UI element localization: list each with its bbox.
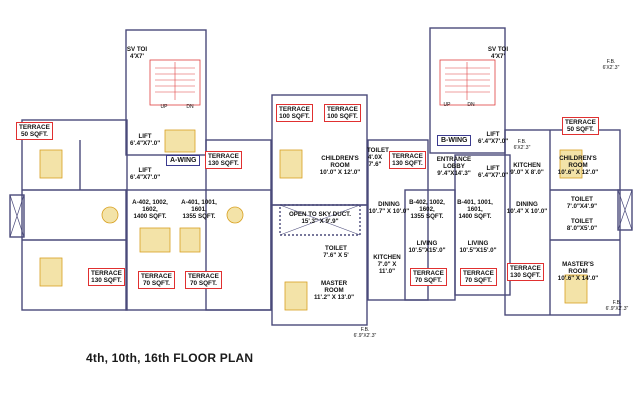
page-title: 4th, 10th, 16th FLOOR PLAN: [86, 351, 254, 365]
sofa-icon: [139, 227, 171, 253]
toilet-4: TOILET 8'.0"X5'.0": [566, 218, 598, 232]
childrens-room-1: CHILDREN'S ROOM 10'.0" X 12'.0": [319, 155, 361, 176]
terrace-50-left: TERRACE 50 SQFT.: [16, 122, 53, 140]
sofa-icon: [179, 227, 201, 253]
master-room-1: MASTER ROOM 11'.2" X 13'.0": [313, 280, 355, 301]
sv-toilet-right: SV TOI 4'X7': [487, 46, 509, 60]
terrace-100-2: TERRACE 100 SQFT.: [324, 104, 361, 122]
left-balcony-box: [9, 194, 25, 238]
terrace-70-4: TERRACE 70 SQFT.: [460, 268, 497, 286]
lift-a1: LIFT 6'.4"X7'.0": [130, 133, 161, 147]
flower-bed-3: F.B. 6'.9"X2'.3": [353, 327, 377, 339]
lift-b2: LIFT 6'.4"X7'.0": [478, 165, 509, 179]
lift-b1: LIFT 6'.4"X7'.0": [478, 131, 509, 145]
dining-2: DINING 10'.4" X 10'.0": [506, 201, 548, 215]
sv-toilet-left: SV TOI 4'X7': [126, 46, 148, 60]
stair-down-left: DN: [186, 104, 194, 110]
flat-a402-label: A-402, 1002, 1602, 1400 SQFT.: [132, 199, 168, 220]
kitchen-2: KITCHEN 9'.0" X 8'.0": [510, 162, 544, 176]
terrace-130-b: TERRACE 130 SQFT.: [389, 151, 426, 169]
terrace-70-1: TERRACE 70 SQFT.: [138, 271, 175, 289]
b-wing-label: B-WING: [437, 135, 472, 146]
entrance-lobby: ENTRANCE LOBBY 9'.4"X14'.3": [436, 156, 472, 177]
bed-icon: [39, 149, 63, 179]
master-room-2: MASTER'S ROOM 10'.6" X 14'.0": [557, 261, 599, 282]
lift-a2: LIFT 6'.4"X7'.0": [130, 167, 161, 181]
living-1: LIVING 10'.5"X15'.0": [408, 240, 446, 254]
terrace-50-right: TERRACE 50 SQFT.: [562, 117, 599, 135]
bed-icon: [564, 274, 588, 304]
toilet-3: TOILET 7'.0"X4'.9": [566, 196, 598, 210]
terrace-70-2: TERRACE 70 SQFT.: [185, 271, 222, 289]
lobby-furniture-icon: [164, 129, 196, 153]
terrace-70-3: TERRACE 70 SQFT.: [410, 268, 447, 286]
flower-bed-2: F.B. 6'X2'.3": [602, 59, 620, 71]
flower-bed-4: F.B. 6'.9"X2'.3": [605, 300, 629, 312]
childrens-room-2: CHILDREN'S ROOM 10'.6" X 12'.0": [557, 155, 599, 176]
a402-outline: [21, 119, 128, 311]
stair-up-right: UP: [443, 102, 451, 108]
bed-icon: [279, 149, 303, 179]
terrace-130-bottom-right: TERRACE 130 SQFT.: [507, 263, 544, 281]
terrace-100-1: TERRACE 100 SQFT.: [276, 104, 313, 122]
bed-icon: [284, 281, 308, 311]
dining-table-icon: [226, 206, 244, 224]
kitchen-1: KITCHEN 7'.0" X 11'.0": [373, 254, 401, 275]
flat-b402-label: B-402, 1002, 1602, 1355 SQFT.: [409, 199, 445, 220]
bed-icon: [39, 257, 63, 287]
master-room-1-outline: [271, 204, 368, 326]
flower-bed-1: F.B. 6'X2'.3": [513, 139, 531, 151]
open-to-sky-duct: OPEN TO SKY DUCT. 15'.3" X 9'.9": [288, 211, 351, 225]
dining-1: DINING 10'.7" X 10'.0": [368, 201, 410, 215]
toilet-1: TOILET 4'.0X 7'.6": [367, 147, 389, 168]
stair-up-left: UP: [160, 104, 168, 110]
flat-b401-label: B-401, 1001, 1601, 1400 SQFT.: [457, 199, 493, 220]
dining-table-icon: [101, 206, 119, 224]
bed-icon: [559, 149, 583, 179]
b-wing-core: [429, 27, 506, 154]
terrace-130-a: TERRACE 130 SQFT.: [205, 151, 242, 169]
living-2: LIVING 10'.5"X15'.0": [459, 240, 497, 254]
toilet-2: TOILET 7'.6" X 5': [323, 245, 349, 259]
flat-a401-label: A-401, 1001, 1601, 1355 SQFT.: [181, 199, 217, 220]
stair-down-right: DN: [467, 102, 475, 108]
terrace-130-bottom-left: TERRACE 130 SQFT.: [88, 268, 125, 286]
a-wing-label: A-WING: [166, 155, 201, 166]
